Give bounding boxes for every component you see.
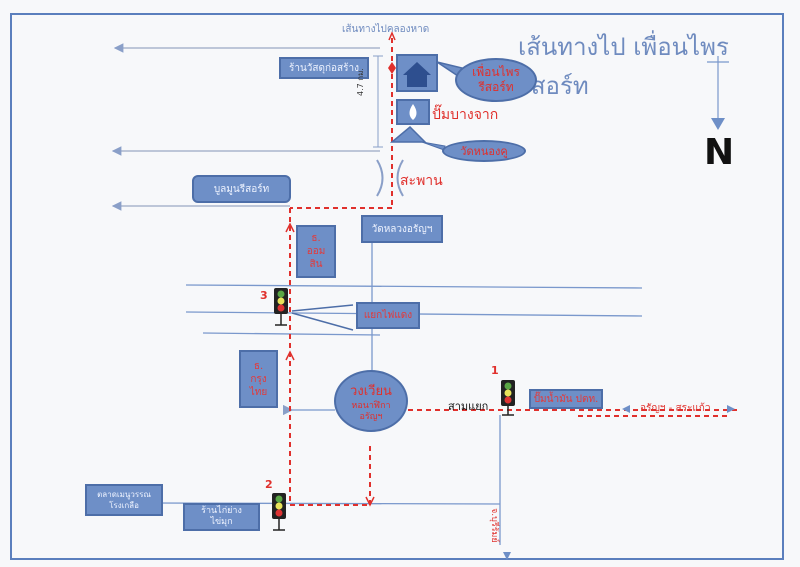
gsb-bank-label: ธ. ออม สิน xyxy=(306,233,326,270)
bridge-right-icon xyxy=(396,159,404,197)
bridge-left-icon xyxy=(376,159,384,197)
drop-icon xyxy=(409,104,417,120)
temple-icon xyxy=(389,125,427,143)
road-label-buriram: จ.บุรีรัมย์ xyxy=(489,508,499,543)
highway-line-3 xyxy=(202,332,381,336)
destination-bubble: เพื่อนไพร รีสอร์ท xyxy=(455,58,537,102)
traffic-light-number-2: 2 xyxy=(265,478,273,491)
bridge-label: สะพาน xyxy=(400,173,443,189)
house-icon xyxy=(403,62,431,87)
chicken-shop-label: ร้านไก่ย่าง ไข่มุก xyxy=(201,506,242,527)
landmark-bulamun-resort: บูลมูนรีสอร์ท xyxy=(192,175,291,203)
traffic-light-icon-2 xyxy=(272,493,286,531)
wat-nong-khu-bubble: วัดหนองคู xyxy=(442,140,526,162)
arrow-right-icon xyxy=(727,405,735,413)
arrow-left-icon xyxy=(622,405,630,413)
landmark-gas-bang-chak: ปั๊มบางจาก xyxy=(432,107,499,123)
ktb-bank-label: ธ. กรุง ไทย xyxy=(249,360,268,398)
road-label-klong-hat: เส้นทางไปคลองหาด xyxy=(342,24,430,35)
distance-label: 4.7 กม. xyxy=(356,68,365,96)
landmark-market: ตลาดเมนูวรรณ โรงเกลือ xyxy=(85,484,163,516)
highway-line-1 xyxy=(185,284,643,289)
roundabout-clock-tower: วงเวียน หอนาฬิกา อรัญฯ xyxy=(334,370,408,432)
compass-arrowhead-icon xyxy=(711,118,725,130)
landmark-gsb-bank: ธ. ออม สิน xyxy=(296,225,336,278)
traffic-light-icon-3 xyxy=(274,288,288,326)
map-frame xyxy=(10,13,784,560)
landmark-construction-store: ร้านวัสดุก่อสร้าง xyxy=(279,57,369,79)
landmark-wat-luang-aranya: วัดหลวงอรัญฯ xyxy=(361,215,443,243)
traffic-light-icon-1 xyxy=(501,380,515,416)
destination-label: เพื่อนไพร รีสอร์ท xyxy=(472,65,520,94)
landmark-ktb-bank: ธ. กรุง ไทย xyxy=(239,350,278,408)
route-arrow-up-icon xyxy=(388,31,396,41)
landmark-ptt-gas: ปั๊มน้ำมัน ปตท. xyxy=(529,389,603,409)
market-label: ตลาดเมนูวรรณ โรงเกลือ xyxy=(97,490,151,510)
page-title: เส้นทางไป เพื่อนไพร รีสอร์ท xyxy=(518,33,729,100)
roundabout-sub: หอนาฬิกา อรัญฯ xyxy=(351,400,391,422)
wat-nong-khu-label: วัดหนองคู xyxy=(460,145,508,158)
arrow-down-icon xyxy=(503,552,511,560)
landmark-chicken-shop: ร้านไก่ย่าง ไข่มุก xyxy=(183,503,260,531)
roundabout-title: วงเวียน xyxy=(350,383,392,399)
destination-marker-icon xyxy=(388,62,396,74)
traffic-light-number-1: 1 xyxy=(491,364,499,377)
traffic-light-number-3: 3 xyxy=(260,289,268,302)
compass-label: N xyxy=(704,132,735,173)
three-way-label: สามแยก xyxy=(448,400,489,413)
road-label-aranya-sa-kaeo: อรัญฯ - สระแก้ว xyxy=(640,403,711,414)
route-path xyxy=(289,38,740,506)
landmark-traffic-light-junction: แยกไฟแดง xyxy=(356,302,420,329)
pointer-line xyxy=(291,304,354,312)
